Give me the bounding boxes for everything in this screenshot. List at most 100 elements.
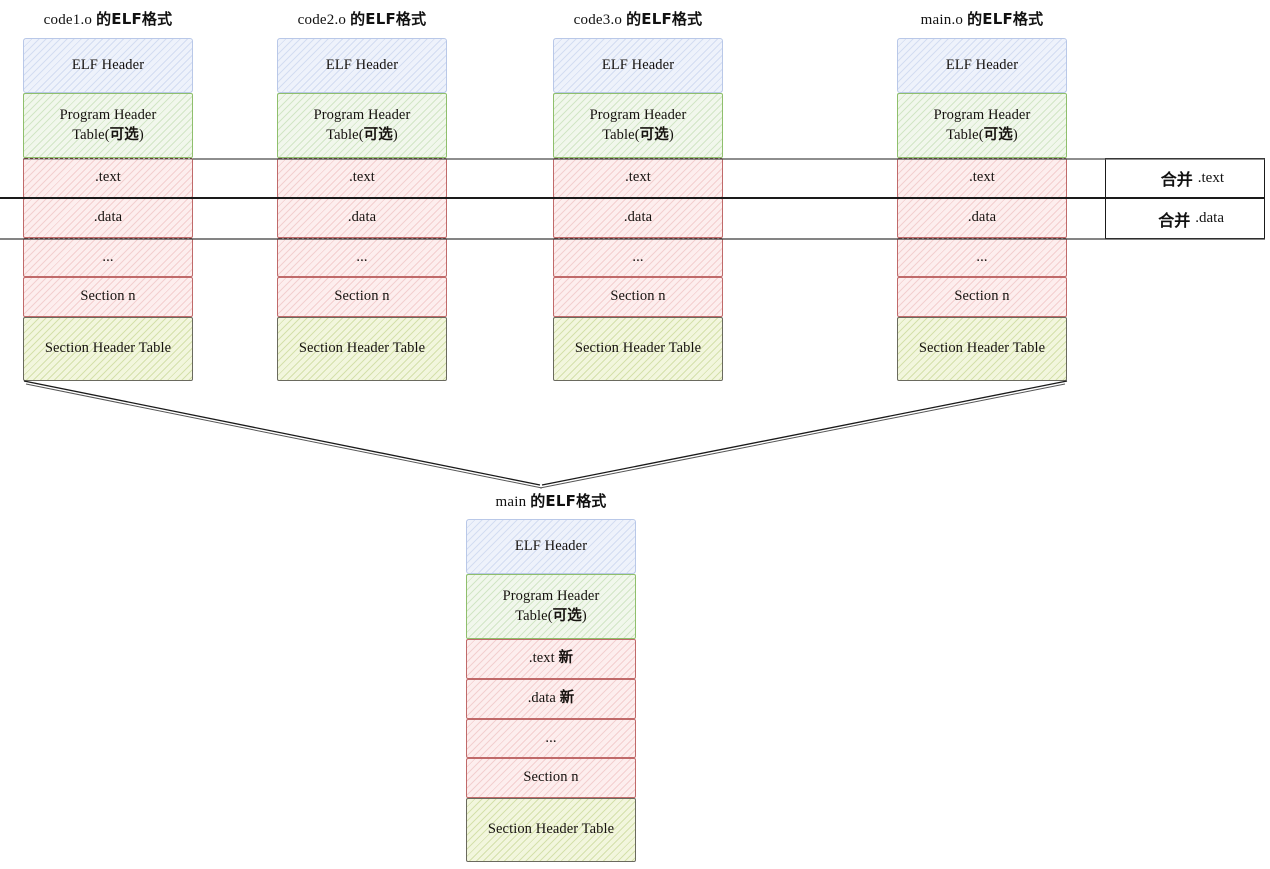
band-label: Section Header Table: [487, 821, 615, 838]
column-title-code2: code2.o 的ELF格式: [232, 8, 492, 29]
text-new-badge-zh: 新: [558, 650, 574, 667]
column-title-maino: main.o 的ELF格式: [852, 8, 1112, 29]
band-label: ELF Header: [945, 56, 1019, 73]
ph-line2: Table(: [515, 607, 553, 624]
column-title-code2-zh: 的ELF格式: [350, 10, 427, 28]
band-label: ELF Header: [325, 56, 399, 73]
band-section-n[interactable]: Section n: [23, 277, 193, 317]
band-label: ELF Header: [601, 56, 675, 73]
data-new-label: .data: [527, 690, 560, 707]
band-label: Section Header Table: [298, 340, 426, 357]
band-text-section[interactable]: .text: [553, 158, 723, 198]
band-label: ...: [976, 248, 988, 265]
band-elf-header[interactable]: ELF Header: [466, 519, 636, 574]
band-section-n[interactable]: Section n: [897, 277, 1067, 317]
ph-line3: ): [1012, 126, 1018, 143]
band-label: ELF Header: [71, 56, 145, 73]
ph-line2: Table(: [326, 126, 364, 143]
ph-line2: Table(: [72, 126, 110, 143]
band-data-section[interactable]: .data: [897, 198, 1067, 238]
band-elf-header[interactable]: ELF Header: [897, 38, 1067, 93]
column-title-code1-zh: 的ELF格式: [96, 10, 173, 28]
band-label: Section n: [80, 288, 136, 305]
band-label: Section Header Table: [44, 340, 172, 357]
band-section-header-table[interactable]: Section Header Table: [553, 317, 723, 381]
data-new-badge-zh: 新: [559, 690, 575, 707]
band-label: Section n: [954, 288, 1010, 305]
ph-optional-zh: 可选: [552, 607, 582, 624]
band-text-section-new[interactable]: .text 新: [466, 639, 636, 679]
band-text-section[interactable]: .text: [23, 158, 193, 198]
ph-line3: ): [668, 126, 674, 143]
band-text-section[interactable]: .text: [277, 158, 447, 198]
ph-line1: Program Header: [59, 106, 157, 123]
band-label: .data: [967, 209, 997, 226]
column-title-code3-zh: 的ELF格式: [626, 10, 703, 28]
band-section-n[interactable]: Section n: [553, 277, 723, 317]
column-title-code1-name: code1.o: [43, 12, 97, 28]
band-label: .data: [93, 209, 123, 226]
band-label: Section Header Table: [918, 340, 1046, 357]
ph-line3: ): [581, 607, 587, 624]
merge-note-data-zh: 合并: [1158, 210, 1191, 230]
ph-line1: Program Header: [502, 587, 600, 604]
band-elf-header[interactable]: ELF Header: [553, 38, 723, 93]
band-label: .text: [95, 169, 121, 186]
band-label: .text: [969, 169, 995, 186]
column-title-code2-name: code2.o: [297, 12, 351, 28]
converge-line-right: [541, 380, 1068, 486]
band-data-section-new[interactable]: .data 新: [466, 679, 636, 719]
ph-optional-zh: 可选: [363, 126, 393, 143]
band-data-section[interactable]: .data: [277, 198, 447, 238]
band-elf-header[interactable]: ELF Header: [277, 38, 447, 93]
band-section-header-table[interactable]: Section Header Table: [897, 317, 1067, 381]
band-section-header-table[interactable]: Section Header Table: [23, 317, 193, 381]
column-title-main-output: main 的ELF格式: [421, 490, 681, 511]
column-title-main-zh: 的ELF格式: [530, 492, 607, 510]
band-section-header-table[interactable]: Section Header Table: [466, 798, 636, 862]
band-section-header-table[interactable]: Section Header Table: [277, 317, 447, 381]
band-label: ...: [102, 248, 114, 265]
converge-line-right-2: [539, 383, 1066, 489]
band-label: .text: [625, 169, 651, 186]
ph-line1: Program Header: [589, 106, 687, 123]
band-label: ...: [632, 248, 644, 265]
band-label: Section n: [523, 769, 579, 786]
band-label: .data: [623, 209, 653, 226]
band-label: .text: [349, 169, 375, 186]
band-ellipsis-section[interactable]: ...: [553, 238, 723, 277]
text-new-label: .text: [528, 650, 559, 667]
band-label: Section n: [610, 288, 666, 305]
band-data-section[interactable]: .data: [23, 198, 193, 238]
band-ellipsis-section[interactable]: ...: [466, 719, 636, 758]
merge-note-data-section: .data: [1195, 210, 1224, 226]
band-label: .data: [347, 209, 377, 226]
band-ellipsis-section[interactable]: ...: [277, 238, 447, 277]
converge-line-left-2: [25, 383, 543, 489]
band-elf-header[interactable]: ELF Header: [23, 38, 193, 93]
merge-note-data: 合并.data: [1105, 198, 1265, 239]
band-label: ELF Header: [514, 537, 588, 554]
band-label: Section n: [334, 288, 390, 305]
column-title-maino-name: main.o: [920, 12, 968, 28]
ph-line2: Table(: [946, 126, 984, 143]
band-label: Section Header Table: [574, 340, 702, 357]
ph-line1: Program Header: [313, 106, 411, 123]
band-ellipsis-section[interactable]: ...: [897, 238, 1067, 277]
band-section-n[interactable]: Section n: [466, 758, 636, 798]
ph-line1: Program Header: [933, 106, 1031, 123]
band-ellipsis-section[interactable]: ...: [23, 238, 193, 277]
band-data-section[interactable]: .data: [553, 198, 723, 238]
band-text-section[interactable]: .text: [897, 158, 1067, 198]
band-section-n[interactable]: Section n: [277, 277, 447, 317]
